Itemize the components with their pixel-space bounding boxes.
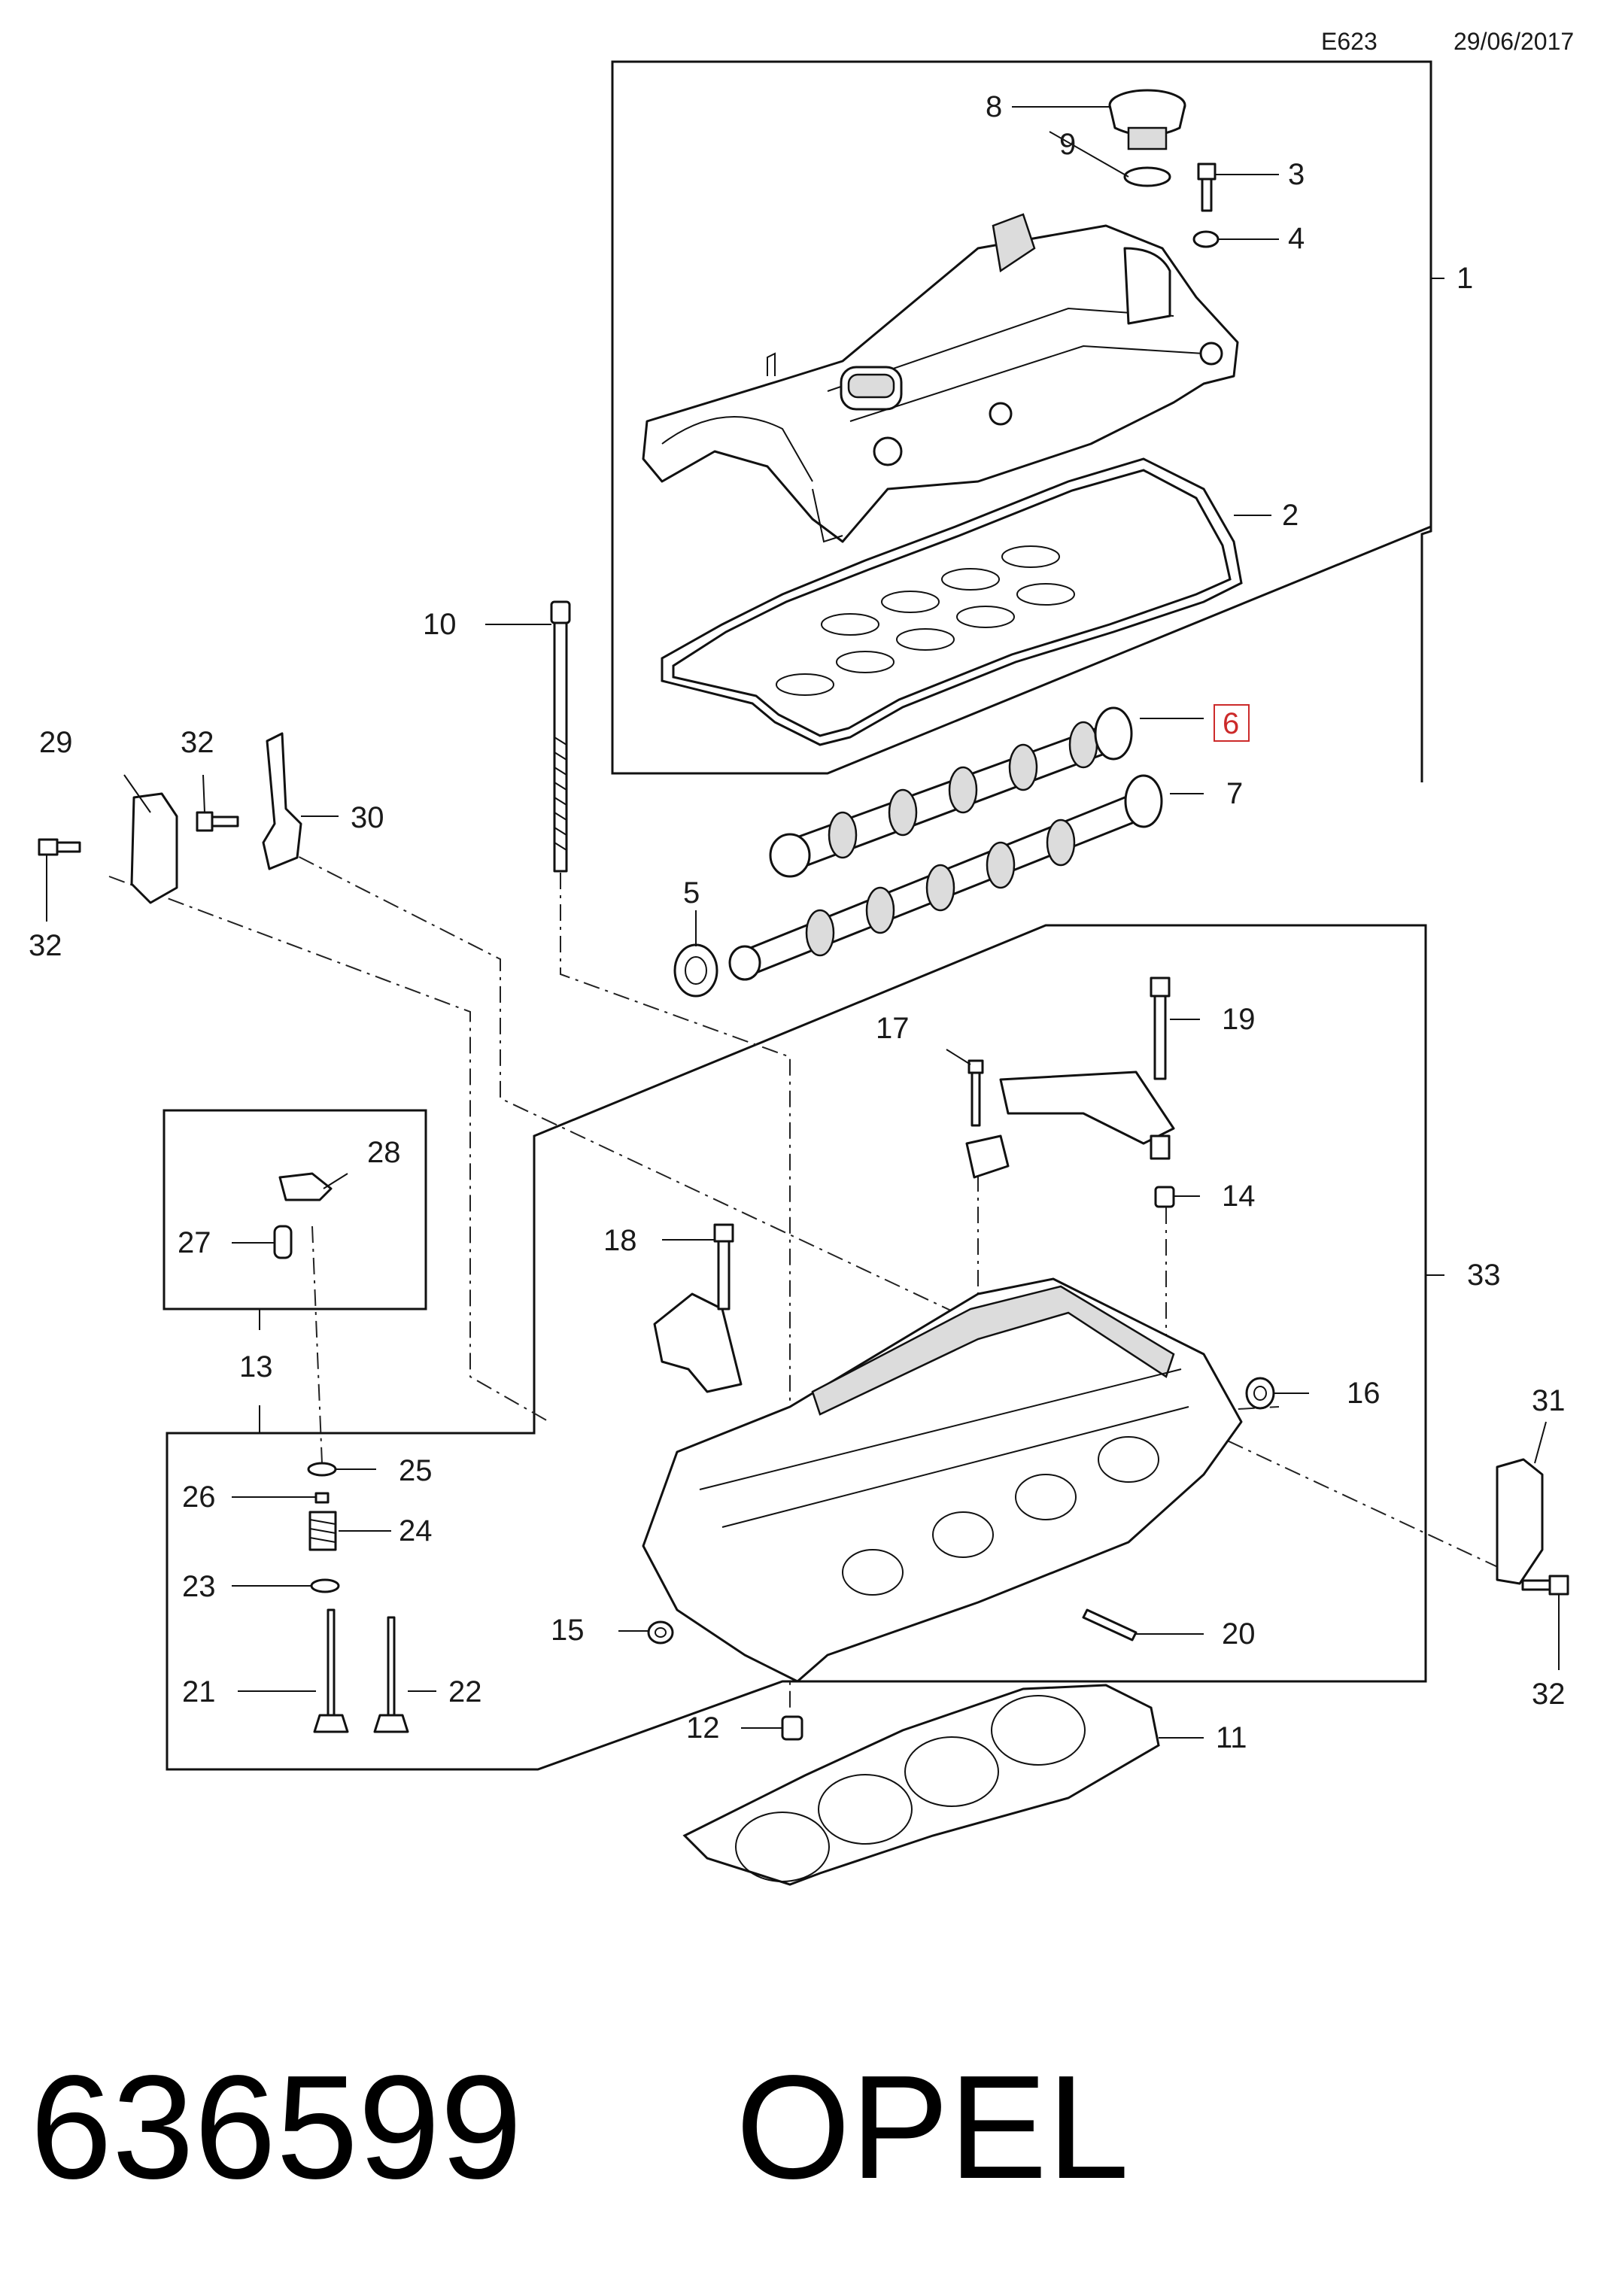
cover-bolt [1197, 162, 1217, 212]
callout-24: 24 [399, 1514, 433, 1547]
dowel-pin-12 [781, 1715, 803, 1741]
cover-bolt-washer [1192, 230, 1220, 248]
bearing-cap-bolt-19 [1150, 976, 1171, 1160]
bracket-bolt-right [1521, 1575, 1569, 1596]
callout-4: 4 [1288, 222, 1305, 255]
callout-1: 1 [1457, 262, 1473, 295]
filler-cap-seal-ring [1123, 166, 1171, 187]
callout-10: 10 [423, 608, 457, 641]
callout-23: 23 [182, 1570, 216, 1603]
cylinder-head-group-frame [166, 924, 1427, 1771]
exhaust-valve [373, 1616, 409, 1733]
callout-29: 29 [39, 726, 73, 759]
callout-14: 14 [1222, 1180, 1256, 1213]
callout-20: 20 [1222, 1617, 1256, 1651]
callout-32-left: 32 [29, 929, 62, 962]
callout-19: 19 [1222, 1003, 1256, 1036]
callout-11: 11 [1216, 1721, 1247, 1754]
bearing-cap-bolt-18 [713, 1223, 734, 1310]
cam-cover-group-box [611, 60, 1432, 775]
callout-28: 28 [367, 1136, 401, 1169]
callout-30: 30 [351, 801, 384, 834]
callout-32-right: 32 [1532, 1678, 1566, 1711]
callout-9: 9 [1059, 128, 1076, 161]
diagram-date: 29/06/2017 [1453, 28, 1574, 55]
bracket-bolt-upper [196, 811, 239, 832]
dowel-pin-14 [1154, 1186, 1175, 1208]
bracket-29 [130, 792, 178, 904]
callout-18: 18 [603, 1224, 637, 1257]
valve-keeper [314, 1492, 330, 1504]
leader-lines [46, 106, 1560, 1739]
callout-25: 25 [399, 1454, 433, 1487]
callout-33: 33 [1467, 1259, 1501, 1292]
callout-22: 22 [448, 1675, 482, 1708]
valve-lifter-inset-frame [163, 1109, 427, 1310]
intake-valve [313, 1608, 349, 1733]
cylinder-head [642, 1277, 1243, 1683]
callout-26: 26 [182, 1481, 216, 1514]
diagram-code: E623 [1321, 28, 1378, 55]
valve-spring [308, 1511, 337, 1551]
bracket-bolt-left [38, 838, 81, 856]
camshaft-cover [642, 213, 1239, 543]
callout-13: 13 [239, 1350, 273, 1383]
hydraulic-lifter [273, 1225, 293, 1259]
bearing-cap-bolt-17 [967, 1059, 984, 1127]
callout-31: 31 [1532, 1384, 1566, 1417]
bearing-cap-small [965, 1134, 1010, 1179]
brand-name: OPEL [736, 2045, 1129, 2209]
intake-camshaft [769, 706, 1133, 878]
plug-16 [1245, 1377, 1275, 1410]
bracket-30 [262, 732, 302, 870]
callout-5: 5 [683, 876, 700, 910]
callout-8: 8 [986, 90, 1002, 123]
exhaust-camshaft [728, 774, 1163, 981]
rocker-arm [278, 1172, 333, 1201]
valve-stem-seal-25 [307, 1462, 337, 1477]
callout-32-upper: 32 [181, 726, 214, 759]
callout-21: 21 [182, 1675, 216, 1708]
callout-2: 2 [1282, 499, 1299, 532]
oil-filler-cap [1108, 89, 1186, 150]
bracket-31 [1496, 1458, 1544, 1585]
cover-gasket [661, 457, 1243, 746]
callout-17: 17 [876, 1012, 910, 1045]
callout-6: 6 [1223, 707, 1239, 740]
callout-12: 12 [686, 1711, 720, 1745]
camshaft-seal [673, 943, 718, 998]
cylinder-head-bolt [550, 600, 571, 873]
callout-6-highlight-box [1214, 704, 1250, 742]
cylinder-head-gasket [682, 1684, 1160, 1886]
plug-15 [647, 1620, 674, 1645]
spring-retainer [310, 1578, 340, 1593]
bearing-cap-bridge [999, 1071, 1175, 1145]
callout-3: 3 [1288, 158, 1305, 191]
callout-15: 15 [551, 1614, 585, 1647]
callout-27: 27 [178, 1226, 211, 1259]
callout-16: 16 [1347, 1377, 1381, 1410]
callout-7: 7 [1226, 777, 1243, 810]
bearing-cap-front [653, 1292, 743, 1393]
stud-20 [1082, 1608, 1138, 1642]
part-number: 636599 [30, 2045, 522, 2209]
